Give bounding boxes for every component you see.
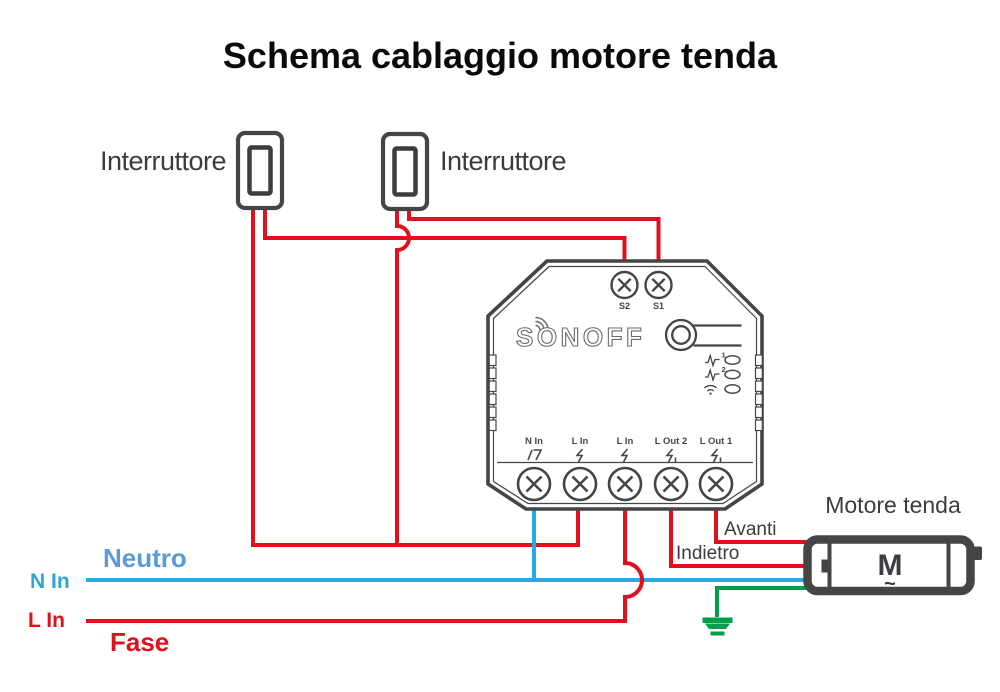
label-l-in-2: L In <box>617 436 634 447</box>
l-in-label: L In <box>28 609 65 632</box>
bottom-terminals <box>516 466 734 502</box>
led-indicators <box>704 353 741 395</box>
switch-1-label: Interruttore <box>100 146 226 176</box>
sonoff-device: S2 S1 SONOFF 1 2 N In <box>486 259 764 511</box>
neutro-label: Neutro <box>103 543 187 573</box>
wire-switch1-common <box>251 206 580 547</box>
live-wires <box>251 206 808 568</box>
terminal-s1-label: S1 <box>653 301 664 311</box>
device-outline <box>486 259 764 511</box>
screw-x-icon <box>707 475 725 493</box>
terminal-s2-label: S2 <box>619 301 630 311</box>
screw-x-icon <box>662 475 680 493</box>
label-l-out-1: L Out 1 <box>700 436 733 447</box>
terminal-l-out-1 <box>698 466 734 502</box>
terminal-l-out-2 <box>653 466 689 502</box>
pulse1-icon <box>705 353 720 368</box>
label-n-in: N In <box>525 436 543 447</box>
terminal-n-in <box>516 466 552 502</box>
motor-label: Motore tenda <box>825 492 961 518</box>
led1 <box>724 355 741 365</box>
terminal-l-in-1 <box>562 466 598 502</box>
switch-2-label: Interruttore <box>440 146 566 176</box>
live-symbol-icon <box>575 448 584 463</box>
led2-label: 2 <box>722 365 726 374</box>
wire-earth <box>715 586 808 617</box>
device-inner-outline <box>492 265 758 505</box>
load-symbol-icon <box>665 448 677 463</box>
bottom-terminal-labels: N In L In L In L Out 2 L Out 1 <box>525 436 733 447</box>
wifi-icon <box>704 384 717 392</box>
motor-letter: M <box>878 549 903 582</box>
rocker <box>392 146 418 197</box>
neutral-wires <box>86 506 808 582</box>
curtain-motor: M ~ <box>803 535 982 596</box>
wall-switch-2 <box>380 131 430 212</box>
led1-label: 1 <box>722 351 726 360</box>
label-l-out-2: L Out 2 <box>655 436 688 447</box>
ground-icon <box>702 617 733 636</box>
wifi-dot <box>709 392 712 395</box>
led-wifi <box>724 384 741 394</box>
wall-switch-1 <box>235 130 285 211</box>
motor-right-nub <box>973 546 982 560</box>
terminal-l-in-2 <box>607 466 643 502</box>
edge-vents <box>488 354 763 432</box>
wire-phase-hop <box>86 506 644 623</box>
wire-indietro <box>669 506 808 568</box>
motor-body <box>803 535 975 596</box>
terminal-s2 <box>610 270 639 300</box>
page-title: Schema cablaggio motore tenda <box>223 35 778 76</box>
load-symbol-icon <box>710 448 722 463</box>
terminal-symbols <box>527 448 722 463</box>
led2 <box>724 369 741 380</box>
motor-left-nub <box>821 559 832 573</box>
indietro-label: Indietro <box>676 543 739 564</box>
rocker <box>247 145 273 196</box>
sonoff-logo: SONOFF <box>516 322 645 352</box>
avanti-label: Avanti <box>724 519 776 540</box>
neutral-symbol-icon <box>527 449 543 461</box>
sound-wave-icon <box>535 316 549 331</box>
screw-x-icon <box>571 475 589 493</box>
screw-x-icon <box>651 277 666 293</box>
motor-ac-symbol: ~ <box>884 573 896 595</box>
earth-wire <box>715 586 808 617</box>
wire-switch2-to-s1 <box>407 206 661 263</box>
screw-x-icon <box>617 277 632 293</box>
wire-switch2-common-hop <box>395 206 411 547</box>
label-l-in-1: L In <box>572 436 589 447</box>
pulse2-icon <box>705 367 720 383</box>
terminal-s1 <box>644 270 673 300</box>
pairing-button <box>664 318 742 352</box>
wire-switch1-to-s2 <box>263 206 627 263</box>
screw-x-icon <box>616 475 634 493</box>
n-in-label: N In <box>30 570 70 593</box>
screw-x-icon <box>525 475 543 493</box>
wire-avanti <box>714 506 808 544</box>
fase-label: Fase <box>110 627 169 657</box>
live-symbol-icon <box>620 448 629 463</box>
